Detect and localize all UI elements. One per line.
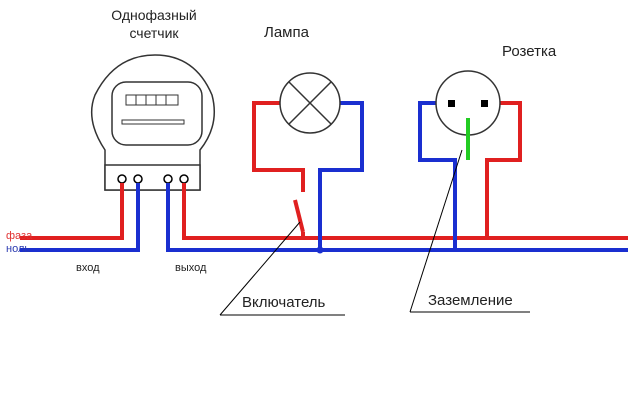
socket-neutral-wire (418, 101, 457, 250)
socket-label: Розетка (502, 43, 557, 60)
phase-input-wire (20, 183, 124, 240)
socket-pin (448, 100, 455, 107)
ground-pointer-line (409, 149, 463, 313)
output-buses (166, 183, 628, 252)
junction-dot (316, 246, 324, 254)
switch-pointer-line (219, 221, 301, 316)
meter-counter (125, 94, 179, 106)
input-label: вход (76, 262, 100, 274)
neutral-bus (166, 183, 628, 252)
meter-title: Однофазный счетчик (108, 6, 200, 42)
phase-label: фаза (6, 230, 33, 242)
electric-meter (90, 54, 215, 191)
switch-label: Включатель (242, 294, 326, 311)
phase-bus (182, 183, 628, 240)
lamp-phase-wire (252, 101, 305, 192)
meter-terminal (117, 174, 127, 184)
pointer-lines (219, 149, 530, 316)
meter-terminal (179, 174, 189, 184)
meter-slot (121, 119, 185, 125)
meter-terminal (163, 174, 173, 184)
ground-label: Заземление (428, 292, 513, 309)
output-label: выход (175, 262, 207, 274)
socket-circuit (418, 70, 522, 250)
socket-pin (481, 100, 488, 107)
meter-title-line1: Однофазный (111, 7, 197, 23)
neutral-input-wire (20, 183, 140, 252)
socket-phase-wire (485, 101, 522, 238)
neutral-label: ноль (6, 243, 31, 255)
meter-window (111, 81, 203, 146)
lamp-circuit (252, 72, 364, 254)
meter-title-line2: счетчик (129, 25, 179, 41)
lamp-neutral-wire (318, 101, 364, 250)
input-wires (20, 183, 140, 252)
switch-lever (293, 199, 305, 233)
lamp-label: Лампа (264, 24, 309, 41)
meter-terminal (133, 174, 143, 184)
